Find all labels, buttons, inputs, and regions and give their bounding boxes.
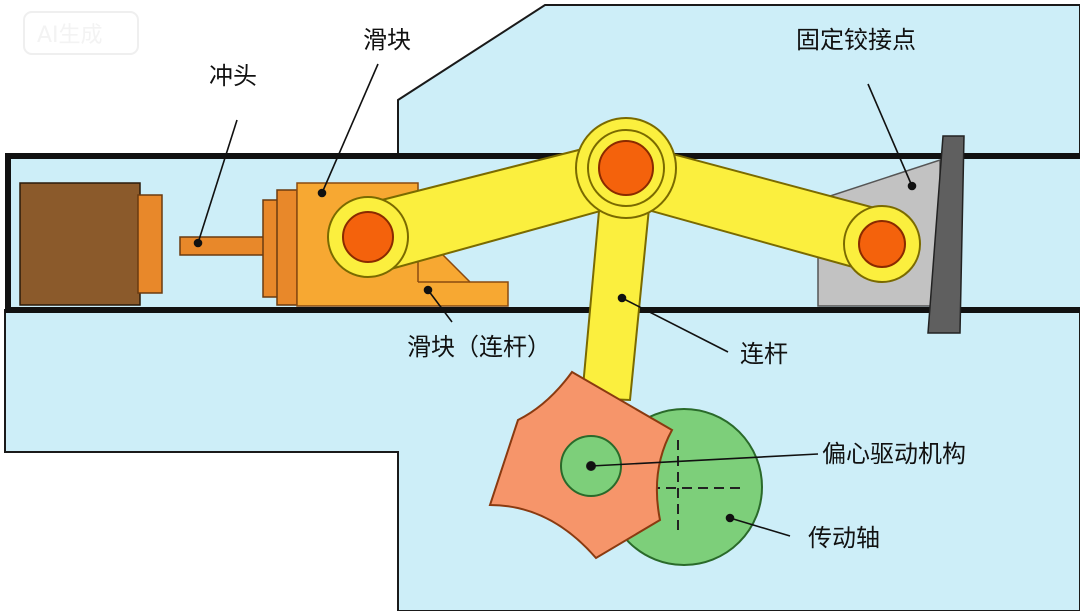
pin-left bbox=[342, 211, 394, 263]
label-slider: 滑块 bbox=[363, 26, 411, 54]
label-connecting-rod: 连杆 bbox=[740, 340, 788, 368]
watermark: AI生成 bbox=[23, 11, 139, 55]
label-punch: 冲头 bbox=[209, 62, 257, 90]
toggle-links bbox=[327, 117, 921, 402]
label-fixed-hinge: 固定铰接点 bbox=[796, 26, 916, 54]
die-block bbox=[19, 182, 163, 306]
pin-center bbox=[598, 140, 654, 196]
pivot-pins bbox=[342, 129, 906, 268]
watermark-text: AI生成 bbox=[37, 23, 103, 48]
label-slider-link: 滑块（连杆） bbox=[407, 333, 551, 361]
label-drive-shaft: 传动轴 bbox=[808, 524, 880, 552]
label-eccentric-drive: 偏心驱动机构 bbox=[822, 440, 966, 468]
leader-lines bbox=[193, 63, 917, 537]
fixed-wall-plate bbox=[927, 135, 965, 334]
pin-right bbox=[858, 220, 906, 268]
